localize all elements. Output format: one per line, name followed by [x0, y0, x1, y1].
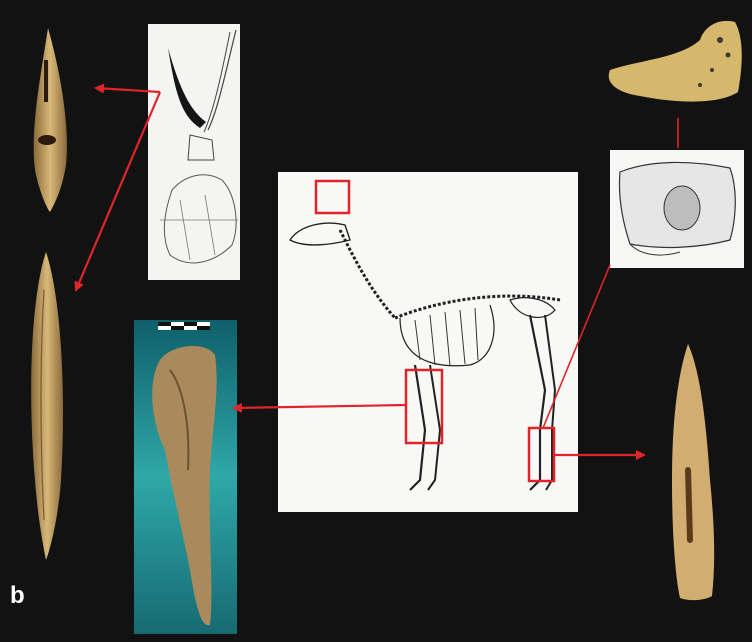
panel-label: b	[10, 582, 25, 610]
head-detail-drawing	[148, 24, 240, 280]
leg-bone-photo	[134, 320, 237, 634]
vertebra-drawing	[610, 150, 744, 268]
skeleton-drawing	[278, 172, 578, 512]
